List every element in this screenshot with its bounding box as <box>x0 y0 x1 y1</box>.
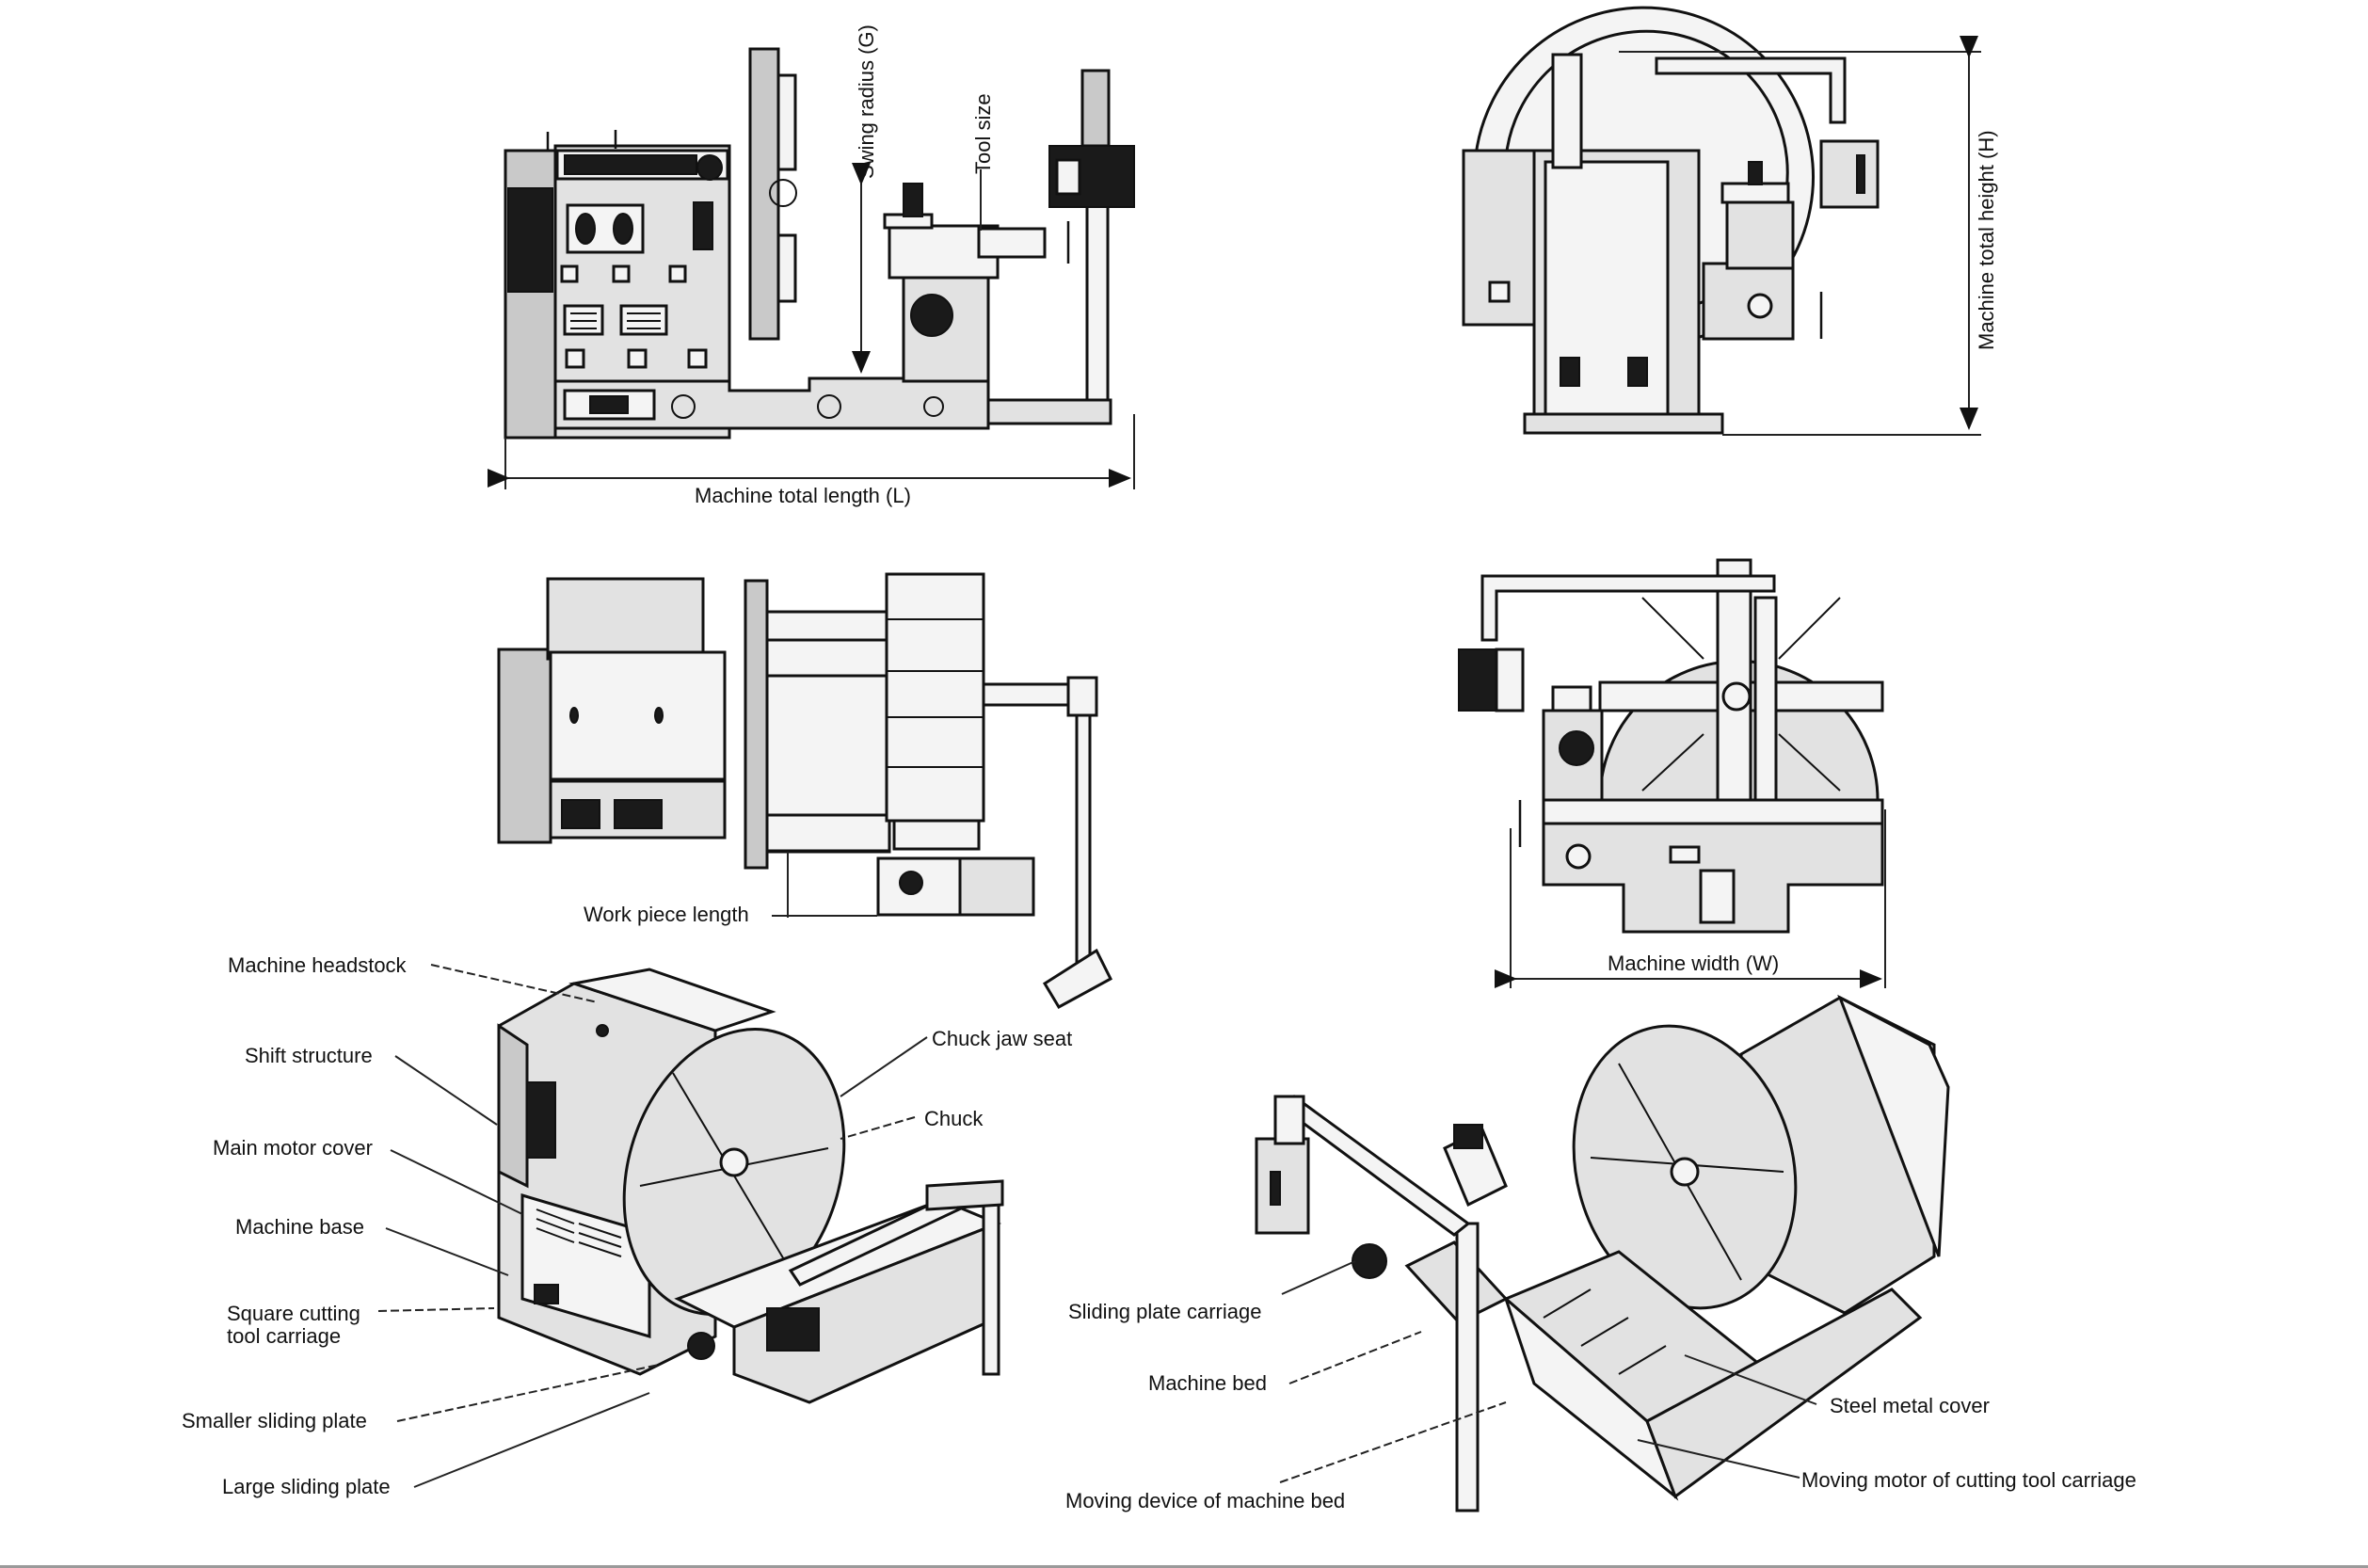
end-view-dimensions <box>1495 809 1886 988</box>
bottom-border <box>0 1565 2368 1568</box>
front-view-dimensions <box>488 163 1135 489</box>
callout-smaller-sliding-plate: Smaller sliding plate <box>182 1409 367 1432</box>
iso-left-leader-lines <box>377 964 928 1488</box>
work-piece-length-label: Work piece length <box>584 903 749 926</box>
swing-radius-label: Swing radius (G) <box>855 24 878 179</box>
callout-steel-metal-cover: Steel metal cover <box>1830 1394 1990 1417</box>
callout-moving-device-of-machine-bed: Moving device of machine bed <box>1065 1489 1346 1512</box>
total-height-label: Machine total height (H) <box>1975 130 1998 350</box>
callout-chuck: Chuck <box>924 1107 984 1130</box>
end-view-drawing <box>1458 558 1884 934</box>
side-view-drawing <box>1462 6 1880 435</box>
tool-size-label: Tool size <box>971 93 995 174</box>
callout-moving-motor-of-cutting-tool-carriage: Moving motor of cutting tool carriage <box>1801 1468 2136 1492</box>
callout-machine-bed: Machine bed <box>1148 1371 1267 1395</box>
callout-sliding-plate-carriage: Sliding plate carriage <box>1068 1300 1262 1323</box>
callout-machine-base: Machine base <box>235 1215 364 1239</box>
side-view-dimensions <box>1619 36 1981 436</box>
callout-shift-structure: Shift structure <box>245 1044 373 1067</box>
iso-left-drawing <box>497 968 1004 1404</box>
top-view-dimensions <box>772 852 877 918</box>
total-length-label: Machine total length (L) <box>695 484 911 507</box>
callout-square-cutting-tool-carriage: Square cutting tool carriage <box>227 1302 360 1349</box>
callout-main-motor-cover: Main motor cover <box>213 1136 373 1160</box>
callout-large-sliding-plate: Large sliding plate <box>222 1475 391 1498</box>
callout-machine-headstock: Machine headstock <box>228 953 407 977</box>
top-view-drawing <box>497 572 1112 1010</box>
front-view-drawing <box>504 47 1135 440</box>
machine-width-label: Machine width (W) <box>1608 952 1780 975</box>
iso-right-drawing <box>1255 994 1950 1512</box>
iso-right-leader-lines <box>1279 1260 1817 1483</box>
callout-chuck-jaw-seat: Chuck jaw seat <box>932 1027 1073 1050</box>
